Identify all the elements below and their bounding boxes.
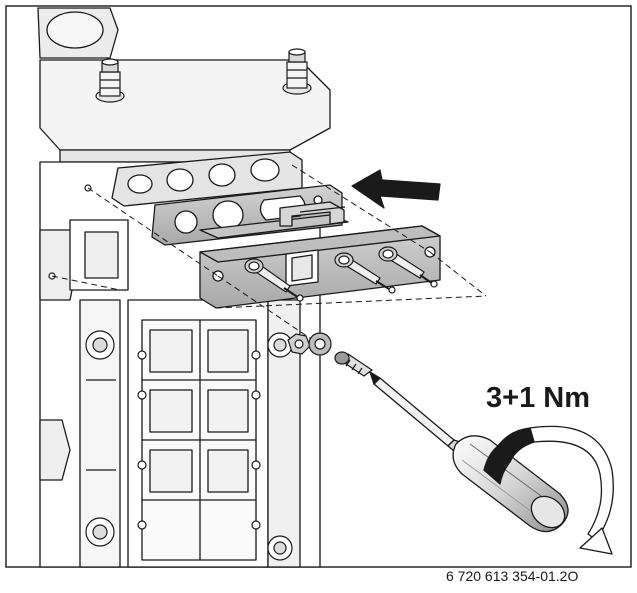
insert-direction-arrow-icon [351, 169, 441, 209]
top-bolt-right [282, 48, 312, 95]
top-bolt-left [95, 58, 125, 103]
gasket [111, 151, 303, 207]
torque-label: 3+1 Nm [486, 382, 590, 414]
electrode-right [378, 246, 438, 288]
rotation-arrow-icon [483, 425, 614, 555]
document-number: 6 720 613 354-01.2O [446, 568, 579, 584]
electrode-left [244, 258, 304, 302]
screwdriver-icon [369, 371, 569, 533]
screw-icon [334, 351, 374, 377]
housing-holes [48, 161, 296, 561]
electrode-bracket [199, 201, 441, 309]
assembly-guide-lines [51, 164, 487, 346]
electrode-middle [334, 252, 396, 294]
washer-icon [308, 332, 332, 356]
